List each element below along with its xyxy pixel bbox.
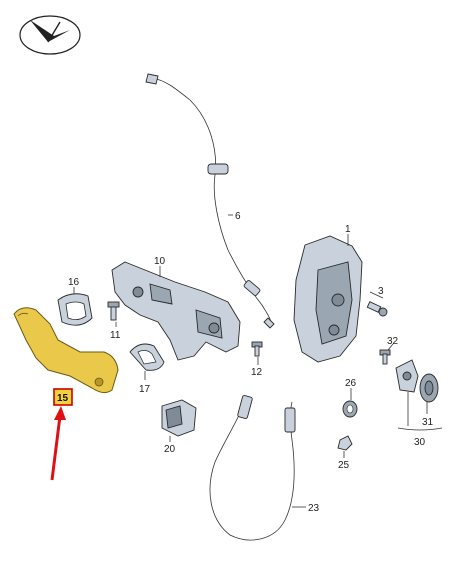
part-20-cylinder [161,399,197,437]
label-part-16: 16 [68,277,80,288]
label-part-6: 6 [235,211,241,222]
label-part-20: 20 [164,444,176,455]
label-part-32: 32 [387,336,399,347]
part-3-screw [366,301,388,317]
part-32-screw [379,349,391,365]
part-12-screw [251,341,263,357]
part-1-lock [293,235,363,363]
label-part-11: 11 [110,330,121,341]
label-part-3: 3 [378,286,384,297]
part-31-plate [419,373,439,403]
label-part-1: 1 [345,224,351,235]
label-part-17: 17 [139,384,151,395]
part-30-striker [395,359,419,393]
label-part-26: 26 [345,378,357,389]
part-16-gasket [57,293,93,326]
label-part-31: 31 [422,417,434,428]
label-part-25: 25 [338,460,350,471]
part-23-cable [209,395,296,541]
part-15-label-box [53,388,73,406]
label-part-15: 15 [57,393,69,404]
red-pointer-arrow [50,406,66,481]
label-part-12: 12 [251,367,263,378]
part-17-trim [129,343,165,371]
part-11-screw [107,301,120,321]
part-6-cable [145,73,275,329]
part-10-carrier [111,261,241,361]
part-26-washer [342,400,358,418]
part-25-nut [337,435,353,451]
label-part-23: 23 [308,503,320,514]
part-15-door-handle [13,307,119,394]
view-direction-arrow-icon [19,15,81,55]
label-part-30: 30 [414,437,426,448]
leader-lines [73,214,443,508]
label-part-10: 10 [154,256,166,267]
